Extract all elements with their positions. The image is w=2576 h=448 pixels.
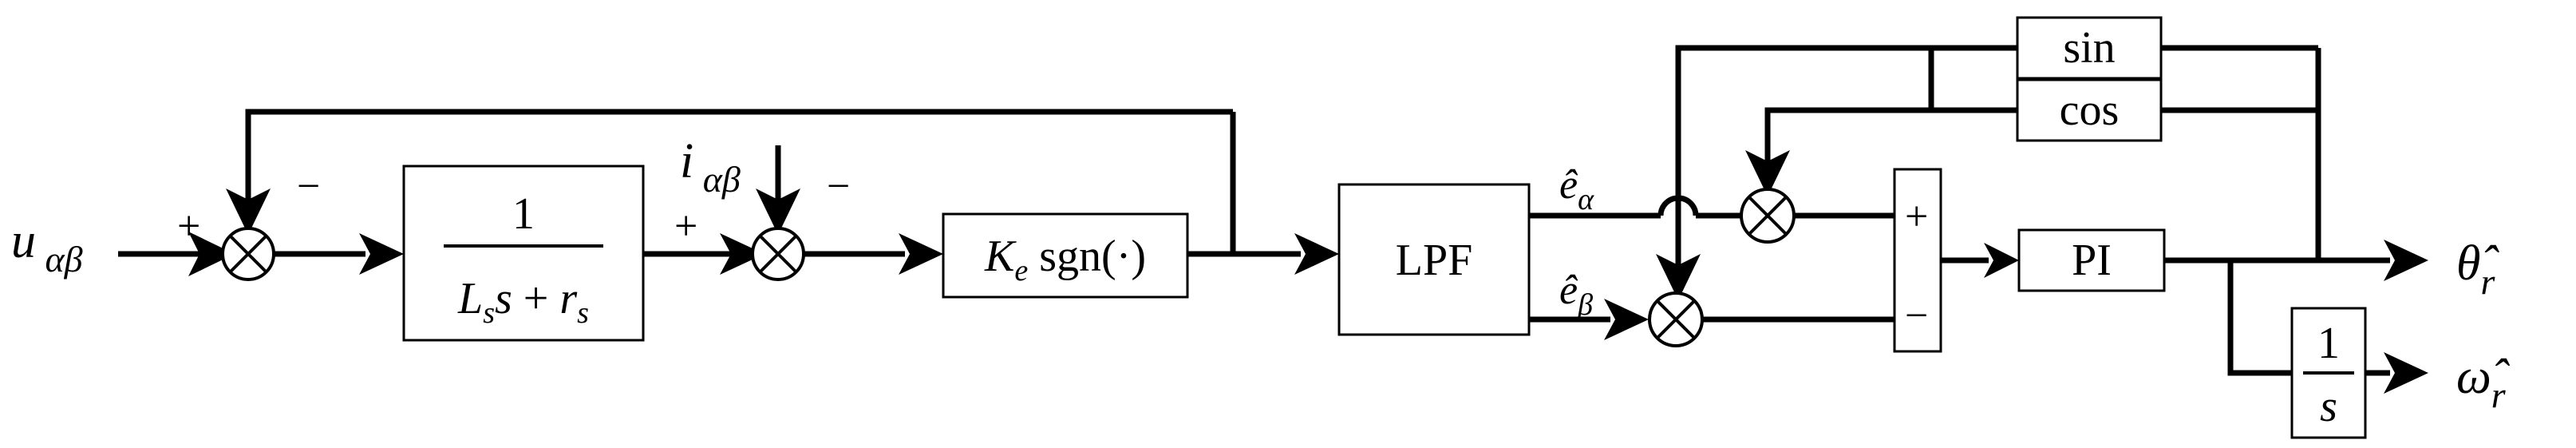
input-u-alpha-beta-label: u αβ — [11, 214, 83, 280]
sum-voltage-plus-sign: + — [177, 204, 200, 249]
integrator-output-wire — [2365, 352, 2428, 394]
integrator-denominator: s — [2320, 382, 2337, 431]
plant-to-current-summer-wire — [643, 233, 765, 275]
error-summer-minus-sign: − — [1905, 293, 1928, 339]
multiplier-beta — [1648, 291, 1704, 347]
plant-numerator: 1 — [512, 189, 535, 239]
plant-denominator: Lss + rs — [457, 274, 589, 330]
voltage-summing-junction — [221, 227, 275, 281]
sum-current-plus-sign: + — [674, 204, 697, 249]
error-summer-block[interactable] — [1893, 168, 1942, 353]
plant-transfer-function-block[interactable] — [402, 165, 645, 342]
pi-controller-label: PI — [2072, 236, 2112, 285]
cosine-function-block[interactable] — [2016, 78, 2163, 142]
e-beta-wire — [1529, 299, 1649, 340]
output-omega-hat-r-label: ω̂r — [2456, 350, 2511, 415]
summer-to-plant-wire — [274, 233, 404, 275]
pi-controller-block[interactable] — [2017, 228, 2166, 292]
low-pass-filter-label: LPF — [1396, 236, 1473, 285]
error-summer-plus-sign: + — [1905, 194, 1928, 240]
multiplier-alpha — [1740, 188, 1796, 244]
current-feedback-wire — [756, 145, 800, 235]
summer-to-pi-wire — [1941, 243, 2019, 278]
low-pass-filter-block[interactable] — [1337, 183, 1531, 336]
sum-current-minus-sign: − — [827, 164, 850, 209]
sine-function-label: sin — [2063, 23, 2115, 73]
pi-output-wire — [2164, 240, 2428, 281]
input-voltage-wire — [118, 232, 235, 276]
sgn-to-lpf-wire — [1187, 233, 1339, 275]
current-error-summing-junction — [751, 227, 805, 281]
plant-output-feedback-wire — [226, 109, 1233, 235]
current-error-to-sgn-wire — [804, 233, 943, 275]
sine-function-block[interactable] — [2016, 16, 2163, 80]
switching-gain-label: Ke sgn(·) — [984, 232, 1146, 287]
switching-gain-block[interactable] — [942, 212, 1189, 299]
e-alpha-label: êα — [1559, 162, 1594, 216]
input-i-alpha-beta-label: i αβ — [680, 134, 741, 200]
cosine-function-label: cos — [2060, 85, 2120, 135]
sum-voltage-minus-sign: − — [297, 164, 320, 209]
e-beta-label: êβ — [1559, 268, 1593, 322]
integrator-numerator: 1 — [2317, 319, 2340, 368]
output-theta-hat-r-label: θ̂r — [2456, 236, 2499, 302]
pi-to-integrator-wire — [2227, 260, 2292, 376]
